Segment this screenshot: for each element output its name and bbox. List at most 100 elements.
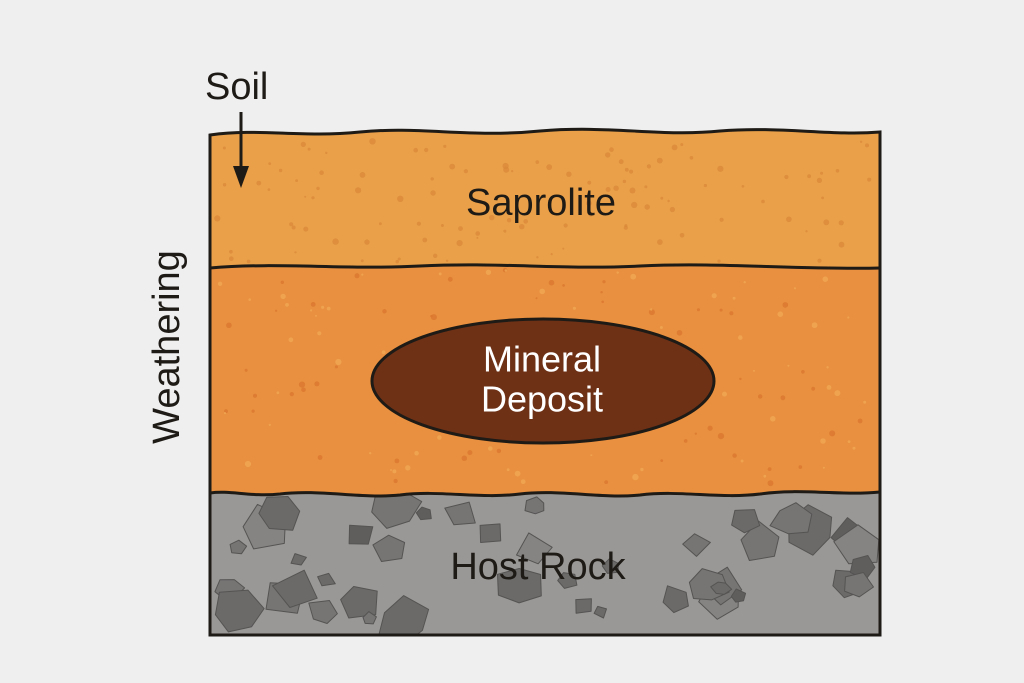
speckle	[535, 297, 538, 300]
speckle	[711, 293, 717, 299]
soil-arrow-icon	[233, 112, 249, 188]
speckle	[740, 459, 744, 463]
upper-saprolite-layer	[210, 129, 880, 269]
speckle	[430, 190, 436, 196]
speckle	[430, 177, 434, 181]
rock-fragment	[229, 539, 248, 555]
rock-fragment	[479, 523, 502, 543]
speckle	[361, 273, 364, 276]
speckle	[317, 455, 323, 460]
speckle	[395, 260, 399, 264]
speckle	[369, 452, 372, 455]
speckle	[835, 169, 840, 173]
speckle	[335, 358, 342, 366]
speckle	[601, 300, 604, 304]
speckle	[826, 366, 829, 369]
speckle	[422, 237, 428, 243]
speckle	[310, 309, 313, 312]
speckle	[303, 226, 309, 232]
speckle	[326, 306, 331, 311]
rock-fragment	[372, 534, 406, 562]
speckle	[229, 256, 234, 262]
speckle	[461, 455, 467, 461]
speckle	[229, 249, 233, 254]
speckle	[276, 391, 280, 395]
speckle	[251, 409, 255, 413]
speckle	[623, 225, 628, 230]
speckle	[867, 177, 872, 182]
speckle	[816, 177, 823, 183]
soil-label: Soil	[205, 66, 269, 108]
weathering-label: Weathering	[146, 250, 188, 444]
speckle	[317, 331, 322, 336]
speckle	[631, 201, 638, 209]
speckle	[443, 144, 447, 148]
speckle	[811, 386, 816, 391]
speckle	[629, 187, 636, 194]
speckle	[822, 276, 829, 283]
rock-fragment	[214, 589, 265, 633]
speckle	[268, 423, 271, 427]
speckle	[321, 305, 325, 309]
speckle	[784, 174, 789, 180]
speckle	[782, 302, 789, 308]
speckle	[787, 364, 790, 367]
speckle	[381, 350, 386, 355]
speckle	[467, 450, 473, 456]
speckle	[278, 168, 283, 173]
speckle	[588, 212, 594, 217]
speckle	[397, 195, 404, 202]
speckle	[520, 479, 526, 485]
speckle	[758, 394, 763, 399]
speckle	[618, 159, 624, 165]
speckle	[382, 309, 387, 314]
rock-fragment	[516, 532, 553, 565]
speckle	[334, 365, 338, 369]
speckle	[587, 180, 592, 185]
speckle	[660, 196, 664, 200]
speckle	[458, 226, 463, 232]
speckle	[226, 322, 232, 329]
speckle	[437, 435, 442, 440]
speckle	[523, 219, 528, 224]
speckle	[355, 187, 362, 194]
speckle	[369, 138, 376, 145]
speckle	[275, 309, 278, 312]
speckle	[307, 147, 311, 151]
speckle	[294, 251, 297, 254]
speckle	[288, 337, 294, 343]
speckle	[605, 152, 611, 158]
speckle	[852, 446, 856, 450]
speckle	[857, 418, 863, 424]
speckle	[291, 225, 296, 230]
speckle	[707, 425, 713, 431]
speckle	[761, 199, 765, 204]
speckle	[416, 221, 421, 226]
speckle	[717, 259, 721, 263]
speckle	[285, 303, 289, 307]
rock-fragment	[524, 496, 545, 515]
speckle	[319, 170, 324, 175]
speckle	[590, 454, 593, 457]
speckle	[719, 217, 724, 222]
speckle	[392, 469, 397, 474]
rock-fragment	[378, 595, 430, 635]
speckle	[536, 256, 539, 259]
speckle	[786, 216, 792, 223]
speckle	[440, 224, 444, 227]
speckle	[739, 377, 742, 381]
speckle	[430, 314, 437, 321]
speckle	[246, 259, 251, 264]
speckle	[777, 311, 784, 318]
speckle	[390, 469, 392, 471]
rock-boundary-line	[210, 490, 880, 498]
speckle	[316, 186, 320, 191]
speckle	[488, 446, 493, 451]
speckle	[563, 223, 568, 228]
speckle	[244, 460, 252, 468]
speckle	[397, 257, 401, 261]
speckle	[539, 288, 545, 295]
rock-fragment	[308, 600, 338, 624]
speckle	[504, 269, 508, 272]
